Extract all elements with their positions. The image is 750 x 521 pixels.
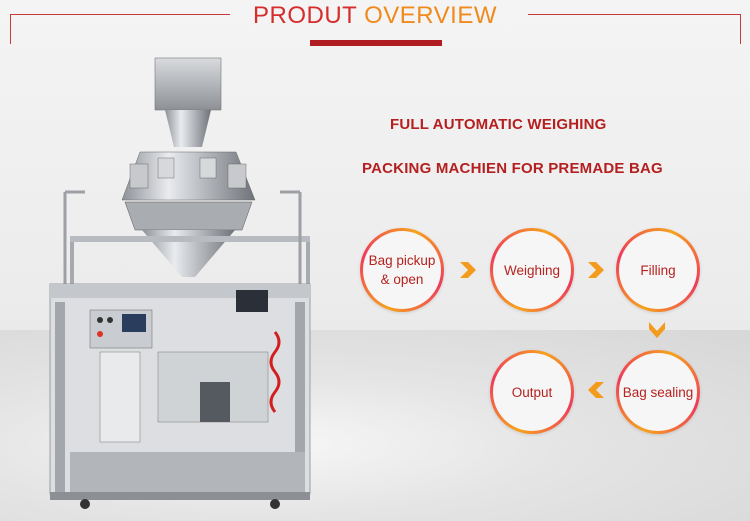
chevron-down-icon — [649, 322, 665, 338]
step-bag-pickup-line2: & open — [380, 272, 424, 287]
header-rule-right-edge — [740, 14, 741, 44]
chevron-right-icon — [588, 262, 604, 278]
step-weighing: Weighing — [490, 228, 574, 312]
step-output: Output — [490, 350, 574, 434]
page-title-part2: OVERVIEW — [364, 2, 497, 29]
chevron-right-icon — [460, 262, 476, 278]
title-underline-bar — [310, 40, 442, 46]
step-output-label: Output — [511, 384, 553, 400]
feature-heading-line2: PACKING MACHIEN FOR PREMADE BAG — [362, 160, 663, 177]
page-title-part1: PRODUT — [253, 2, 365, 29]
page-title: PRODUT OVERVIEW — [230, 2, 520, 30]
step-bag-sealing: Bag sealing — [616, 350, 700, 434]
header-rule-left — [10, 14, 230, 15]
packing-machine-image — [49, 57, 311, 509]
step-weighing-label: Weighing — [503, 262, 561, 278]
step-bag-sealing-label: Bag sealing — [622, 384, 694, 400]
header-rule-left-edge — [10, 14, 11, 44]
step-bag-pickup-line1: Bag pickup — [368, 253, 436, 268]
step-filling-label: Filling — [640, 262, 676, 278]
feature-heading-line1: FULL AUTOMATIC WEIGHING — [390, 116, 607, 133]
header-rule-right — [528, 14, 740, 15]
chevron-left-icon — [588, 382, 604, 398]
step-filling: Filling — [616, 228, 700, 312]
step-bag-pickup: Bag pickup & open — [360, 228, 444, 312]
